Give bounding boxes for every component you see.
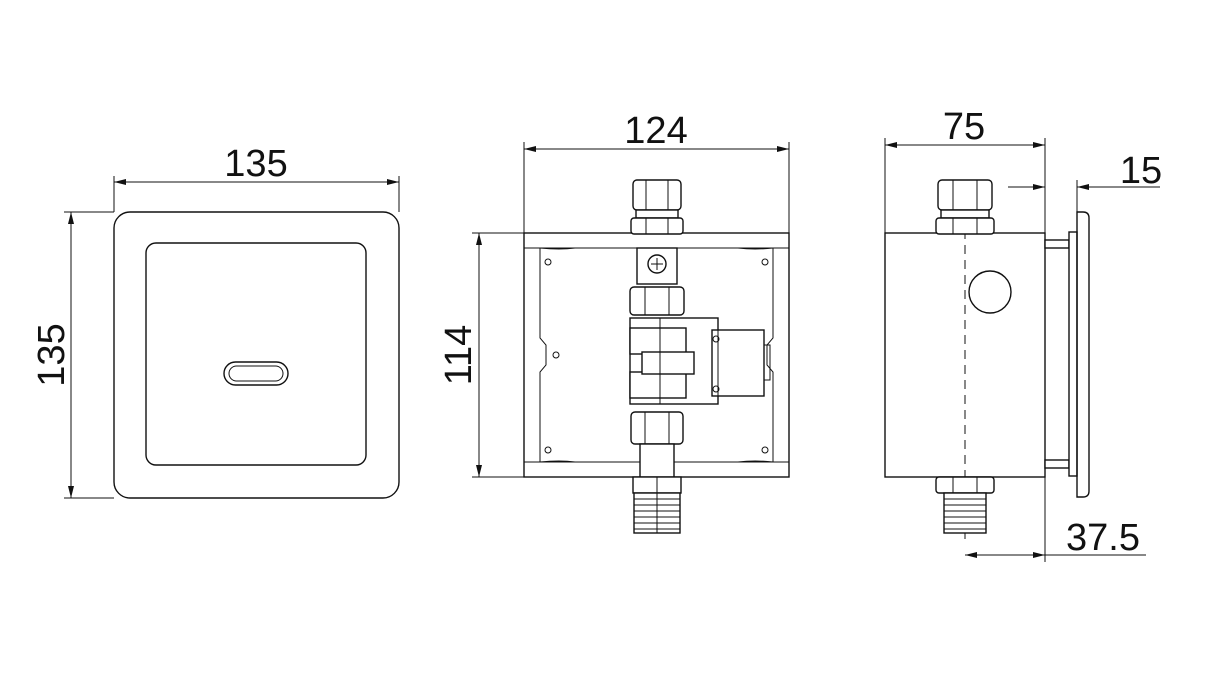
pipe-offset-label: 37.5: [1066, 517, 1140, 559]
sensor-window: [223, 361, 289, 386]
box-width-dimension: 124: [523, 110, 790, 233]
inlet-fitting: [630, 179, 684, 235]
sensor-window-inner: [228, 365, 284, 382]
shutoff-valve: [636, 247, 678, 285]
solenoid-valve: [629, 317, 771, 405]
side-width-label: 75: [943, 106, 985, 148]
cover-plate-outer: [113, 211, 400, 499]
lower-nut: [630, 411, 684, 445]
side-outlet-fitting: [935, 476, 995, 534]
cover-plate-inner: [145, 242, 367, 466]
side-cover-plate: [1068, 211, 1090, 498]
box-height-dimension: 114: [438, 232, 524, 478]
box-view: 124 114: [438, 110, 790, 534]
side-width-dimension: 75: [884, 106, 1046, 233]
front-height-dimension: 135: [31, 211, 114, 499]
front-height-label: 135: [31, 323, 73, 386]
upper-nut: [629, 286, 685, 316]
box-width-label: 124: [624, 110, 687, 152]
box-height-label: 114: [438, 325, 480, 386]
pipe-offset-dimension: 37.5: [965, 477, 1146, 562]
plate-thickness-dimension: 15: [1008, 150, 1162, 233]
outlet-pipe: [632, 443, 682, 534]
side-view: 75 15 37.5: [884, 106, 1162, 562]
plate-thickness-label: 15: [1120, 150, 1162, 192]
side-brackets: [1044, 239, 1070, 469]
front-view: 135 135: [31, 143, 400, 499]
front-width-dimension: 135: [113, 143, 400, 212]
side-inlet-fitting: [935, 179, 995, 235]
side-port: [968, 270, 1012, 314]
front-width-label: 135: [224, 143, 287, 185]
mounting-frame: [539, 248, 774, 462]
